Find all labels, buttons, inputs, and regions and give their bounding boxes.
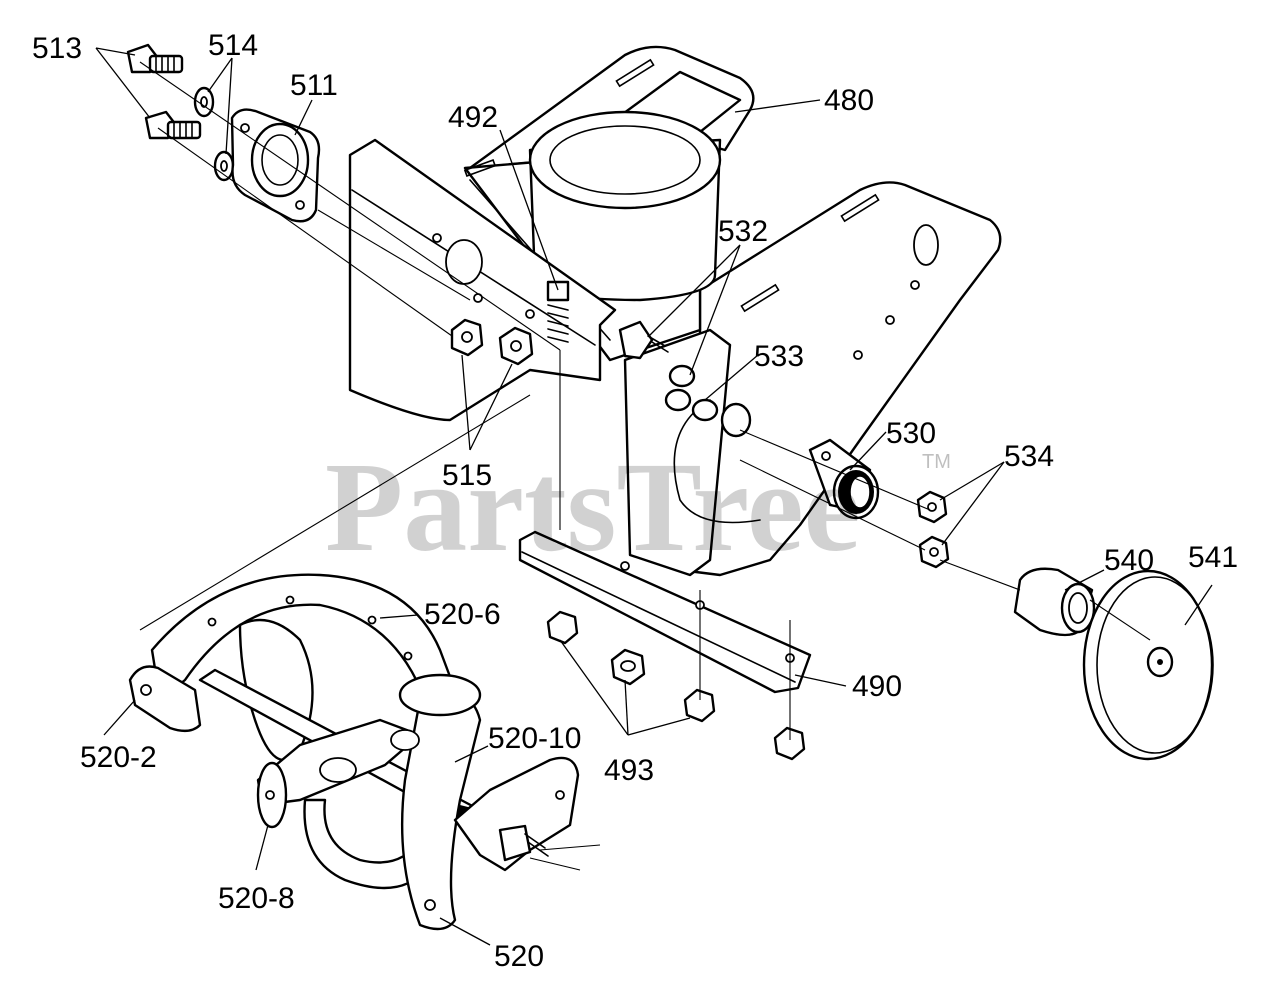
callout-labels: 513 514 511 492 480 532 533 530 534 515 … (32, 29, 1238, 973)
callout-480: 480 (824, 84, 874, 117)
callout-490: 490 (852, 670, 902, 703)
bearing-530[interactable] (808, 438, 880, 520)
callout-511: 511 (290, 69, 338, 102)
callout-530: 530 (886, 417, 936, 450)
bracket-520-2[interactable] (128, 665, 202, 733)
callout-532: 532 (718, 215, 768, 248)
bracket-520-10[interactable] (453, 756, 580, 872)
spring-492[interactable] (546, 280, 570, 343)
frame-480[interactable] (348, 45, 1002, 577)
callout-520-8: 520-8 (218, 882, 295, 915)
flange-511[interactable] (230, 108, 321, 223)
ring-520[interactable] (390, 673, 482, 931)
spacer-540[interactable] (1013, 567, 1096, 637)
callout-515: 515 (442, 459, 492, 492)
assembly-lines (139, 61, 1151, 871)
bolts-513[interactable] (126, 43, 202, 140)
callout-492: 492 (448, 101, 498, 134)
nuts-493[interactable] (546, 610, 806, 761)
watermark-text: PartsTree (325, 436, 860, 578)
bolt-532[interactable] (618, 320, 669, 360)
callout-533: 533 (754, 340, 804, 373)
callout-540: 540 (1104, 544, 1154, 577)
callout-520-6: 520-6 (424, 598, 501, 631)
nuts-534[interactable] (916, 490, 950, 569)
nuts-515[interactable] (450, 318, 534, 366)
watermark: PartsTree TM (325, 436, 951, 578)
callout-520-10: 520-10 (488, 722, 581, 755)
pulley-541[interactable] (1082, 569, 1214, 761)
callout-520: 520 (494, 940, 544, 973)
plate-490[interactable] (518, 530, 812, 694)
callout-541: 541 (1188, 541, 1238, 574)
callout-514: 514 (208, 29, 258, 62)
callout-493: 493 (604, 754, 654, 787)
callout-520-2: 520-2 (80, 741, 157, 774)
leader-lines (95, 47, 1213, 946)
callout-513: 513 (32, 32, 82, 65)
callout-534: 534 (1004, 440, 1054, 473)
watermark-trademark: TM (922, 451, 951, 473)
